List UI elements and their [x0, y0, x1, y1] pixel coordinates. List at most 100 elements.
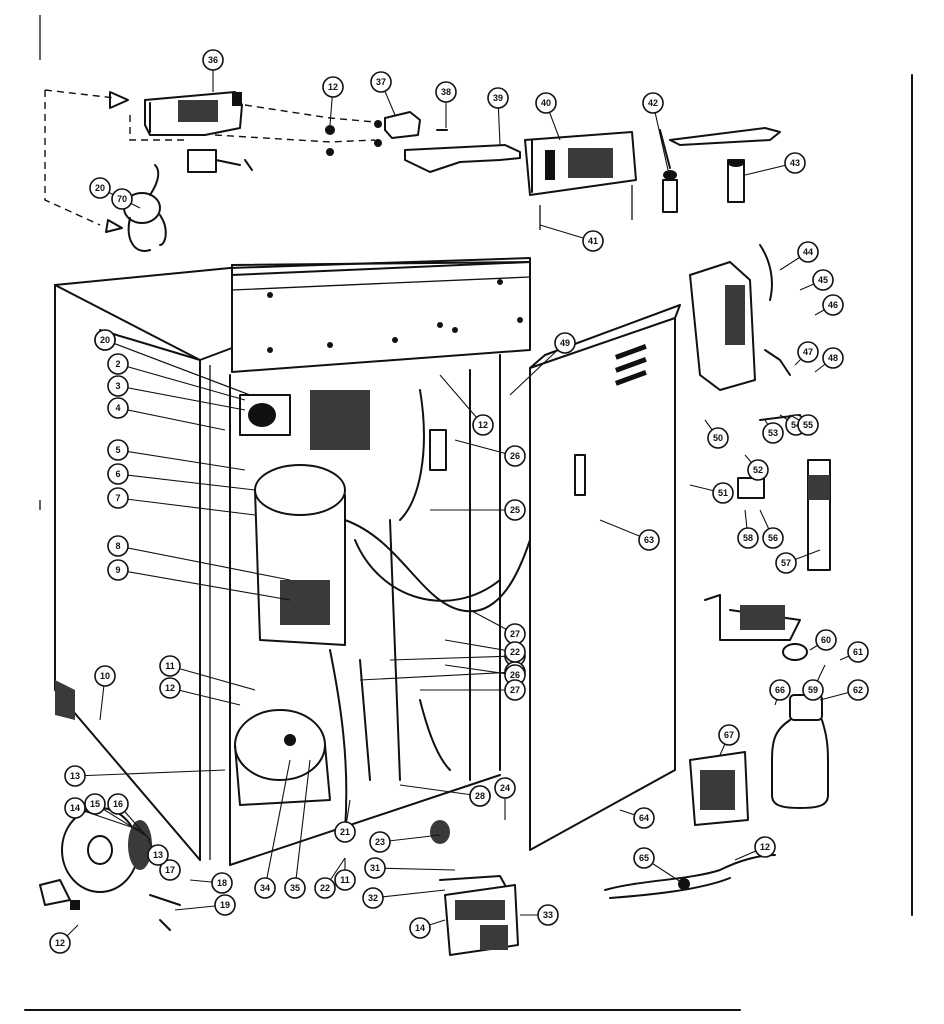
callout-label: 7 — [115, 493, 120, 503]
callout-label: 12 — [328, 82, 338, 92]
callout-45: 45 — [799, 269, 834, 291]
callout-circle — [797, 414, 819, 436]
callout-circle — [762, 527, 784, 549]
callout-circle — [469, 785, 491, 807]
callout-leader — [117, 449, 246, 471]
callout-label: 39 — [493, 93, 503, 103]
hoses-and-wiring — [329, 389, 531, 831]
callout-22: 22 — [314, 857, 346, 899]
callout-circle — [784, 152, 806, 174]
top-bracket-assembly — [44, 89, 382, 233]
callout-circle — [797, 341, 819, 363]
callout-48: 48 — [814, 347, 844, 373]
callout-leader — [399, 784, 481, 797]
callout-55: 55 — [789, 414, 819, 436]
callout-19: 19 — [174, 894, 236, 916]
callout-circle — [504, 499, 526, 521]
callout-circle — [107, 463, 129, 485]
callout-33: 33 — [520, 904, 559, 926]
callout-label: 2 — [115, 359, 120, 369]
callout-circle — [582, 230, 604, 252]
callout-12: 12 — [159, 677, 241, 706]
callout-43: 43 — [744, 152, 806, 176]
callout-67: 67 — [718, 724, 740, 756]
callout-10: 10 — [94, 665, 116, 721]
callout-label: 20 — [100, 335, 110, 345]
callout-circle — [435, 81, 457, 103]
callout-44: 44 — [779, 241, 819, 271]
small-switch — [187, 149, 253, 173]
callout-leader — [117, 363, 246, 401]
motor-assembly — [234, 390, 370, 806]
callout-38: 38 — [435, 81, 457, 128]
callout-circle — [718, 724, 740, 746]
callout-circle — [159, 677, 181, 699]
callout-circle — [334, 821, 356, 843]
callout-leader — [104, 339, 251, 396]
callout-label: 11 — [165, 661, 175, 671]
callout-15: 15 — [84, 793, 146, 836]
callout-circle — [107, 793, 129, 815]
callout-label: 44 — [803, 247, 813, 257]
callout-label: 14 — [415, 923, 425, 933]
callout-circle — [254, 877, 276, 899]
micro-switch — [384, 111, 448, 139]
callout-18: 18 — [189, 872, 233, 894]
callout-circle — [472, 414, 494, 436]
callout-label: 21 — [340, 827, 350, 837]
callout-label: 22 — [510, 647, 520, 657]
callout-52: 52 — [744, 454, 769, 481]
callout-21: 21 — [334, 799, 356, 843]
callout-circle — [754, 836, 776, 858]
callout-leader — [389, 655, 516, 661]
callout-label: 50 — [713, 433, 723, 443]
callout-label: 12 — [165, 683, 175, 693]
pump-assembly — [430, 820, 519, 956]
callout-label: 15 — [90, 799, 100, 809]
callout-label: 8 — [115, 541, 120, 551]
callout-64: 64 — [619, 807, 655, 829]
callout-label: 3 — [115, 381, 120, 391]
callout-label: 27 — [510, 629, 520, 639]
callout-label: 34 — [260, 883, 270, 893]
callout-label: 26 — [510, 670, 520, 680]
callout-label: 46 — [828, 300, 838, 310]
callout-label: 26 — [510, 451, 520, 461]
callout-36: 36 — [202, 49, 224, 92]
callout-label: 37 — [376, 77, 386, 87]
callout-label: 42 — [648, 98, 658, 108]
callout-circle — [494, 777, 516, 799]
pipe-assembly — [604, 854, 776, 899]
callout-label: 10 — [100, 671, 110, 681]
callout-49: 49 — [509, 332, 576, 396]
callout-20: 20 — [94, 329, 251, 396]
callout-12: 12 — [322, 76, 344, 126]
callout-label: 61 — [853, 647, 863, 657]
callout-label: 11 — [340, 875, 350, 885]
callout-leader — [444, 664, 516, 676]
callout-label: 59 — [808, 685, 818, 695]
callout-22: 22 — [444, 639, 526, 663]
callout-label: 54 — [791, 420, 801, 430]
callout-label: 22 — [320, 883, 330, 893]
callout-leader — [374, 867, 456, 871]
callout-label: 52 — [753, 465, 763, 475]
timer-assembly — [737, 414, 831, 571]
callout-leader — [652, 102, 669, 171]
callout-circle — [159, 655, 181, 677]
callout-circle — [214, 894, 236, 916]
callout-circle — [633, 847, 655, 869]
callout-circle — [409, 917, 431, 939]
callout-label: 49 — [560, 338, 570, 348]
callout-circle — [707, 427, 729, 449]
callout-circle — [364, 857, 386, 879]
callout-label: 19 — [220, 900, 230, 910]
callout-5: 5 — [107, 439, 246, 471]
side-panel — [529, 304, 681, 851]
callout-label: 12 — [478, 420, 488, 430]
callout-53: 53 — [762, 419, 784, 444]
callout-circle — [369, 831, 391, 853]
callout-circle — [202, 49, 224, 71]
callout-8: 8 — [107, 535, 291, 581]
callout-label: 40 — [541, 98, 551, 108]
